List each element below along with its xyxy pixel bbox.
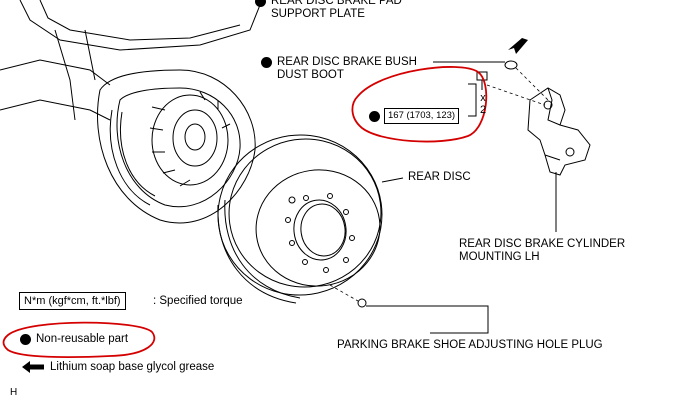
axle-housing xyxy=(0,59,111,121)
legend-torque-text: : Specified torque xyxy=(153,295,243,307)
grease-arrow-icon xyxy=(508,38,528,54)
hub-center xyxy=(184,123,206,151)
annotation-circle-nonreusable xyxy=(2,321,156,358)
nonreusable-dot-icon xyxy=(20,333,31,345)
rotor-adjust-hole xyxy=(288,196,296,204)
footer-code: H xyxy=(10,387,18,398)
legend-nonreusable: Non-reusable part xyxy=(20,332,128,346)
label-pad-support-plate: REAR DISC BRAKE PAD SUPPORT PLATE xyxy=(255,0,402,21)
rear-disc-rotor xyxy=(217,134,383,304)
caliper-mounting-edge xyxy=(544,87,561,161)
brake-shoe-inner xyxy=(119,111,156,197)
torque-spec-box: 167 (1703, 123) xyxy=(384,108,460,124)
nonreusable-dot-icon xyxy=(255,0,266,7)
caliper-hole-lower xyxy=(565,147,575,157)
rotor-bolt-holes xyxy=(285,193,355,273)
leader-rear-disc xyxy=(381,177,404,183)
backing-plate xyxy=(97,69,256,224)
label-cylinder-mounting: REAR DISC BRAKE CYLINDER MOUNTING LH xyxy=(459,238,626,263)
leaf-spring-lower xyxy=(39,0,241,41)
bracket xyxy=(54,29,96,121)
quantity-label: x 2 xyxy=(479,92,487,116)
label-rear-disc: REAR DISC xyxy=(408,171,471,183)
hub-face xyxy=(172,109,218,167)
label-parking-plug: PARKING BRAKE SHOE ADJUSTING HOLE PLUG xyxy=(337,339,603,351)
label-bush-dust-boot: REAR DISC BRAKE BUSH DUST BOOT xyxy=(261,56,417,82)
wheel-studs xyxy=(149,91,231,187)
quantity-bracket xyxy=(468,83,477,117)
dash-plug xyxy=(329,284,359,302)
leaf-spring xyxy=(19,0,263,51)
backing-plate-inner xyxy=(116,87,241,208)
mounting-bolt xyxy=(476,71,488,90)
dust-boot xyxy=(504,60,518,70)
caliper-mounting xyxy=(527,87,591,176)
hole-plug xyxy=(357,298,367,308)
legend-torque-box: N*m (kgf*cm, ft.*lbf) xyxy=(19,292,126,310)
annotation-circle-torque xyxy=(351,66,488,143)
hub-outer xyxy=(151,94,229,186)
legend-grease: Lithium soap base glycol grease xyxy=(22,360,214,374)
dash-boot-caliper xyxy=(515,67,549,101)
nonreusable-dot-icon xyxy=(261,57,272,68)
torque-dot-icon xyxy=(369,111,380,122)
brake-shoe xyxy=(109,109,151,206)
dash-bolt-caliper xyxy=(486,84,546,106)
leader-plug xyxy=(366,305,489,334)
grease-arrow-icon xyxy=(22,361,44,373)
